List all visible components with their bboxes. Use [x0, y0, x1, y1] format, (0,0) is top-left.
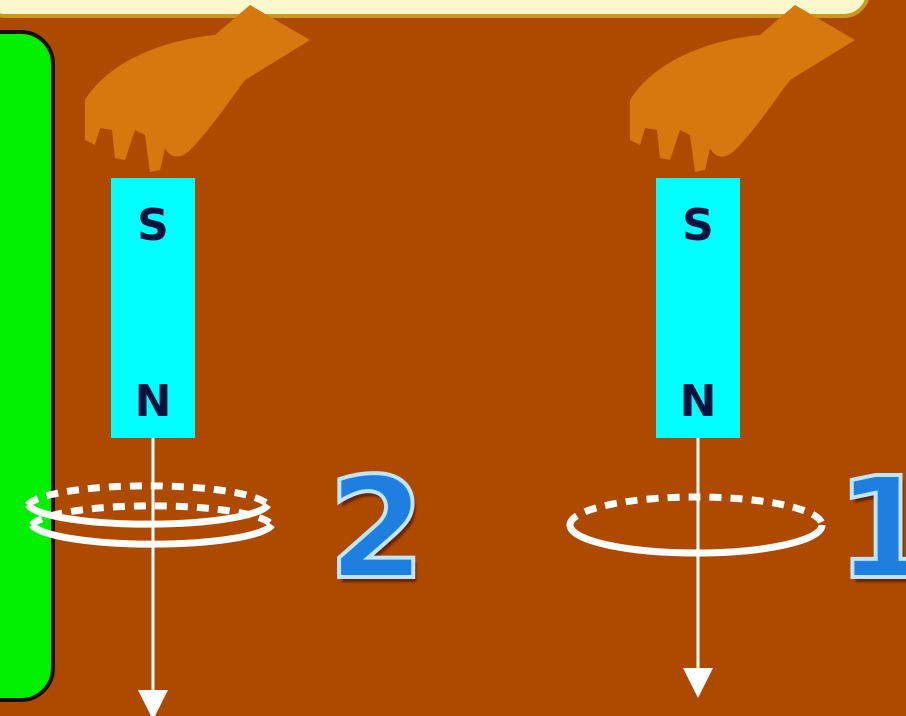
bar-magnet: S N [656, 178, 740, 438]
north-pole-label: N [679, 376, 717, 427]
south-pole-label: S [682, 200, 714, 251]
coil-one-loop [566, 493, 826, 557]
south-pole-label: S [137, 200, 169, 251]
north-pole-label: N [134, 376, 172, 427]
number-label-two: 2 [326, 448, 427, 611]
bar-magnet: S N [111, 178, 195, 438]
number-label-one: 1 [834, 448, 906, 611]
coil-two-loops [25, 482, 275, 548]
hand-icon [85, 5, 310, 172]
hand-icon [630, 5, 855, 172]
green-side-panel [0, 30, 55, 702]
